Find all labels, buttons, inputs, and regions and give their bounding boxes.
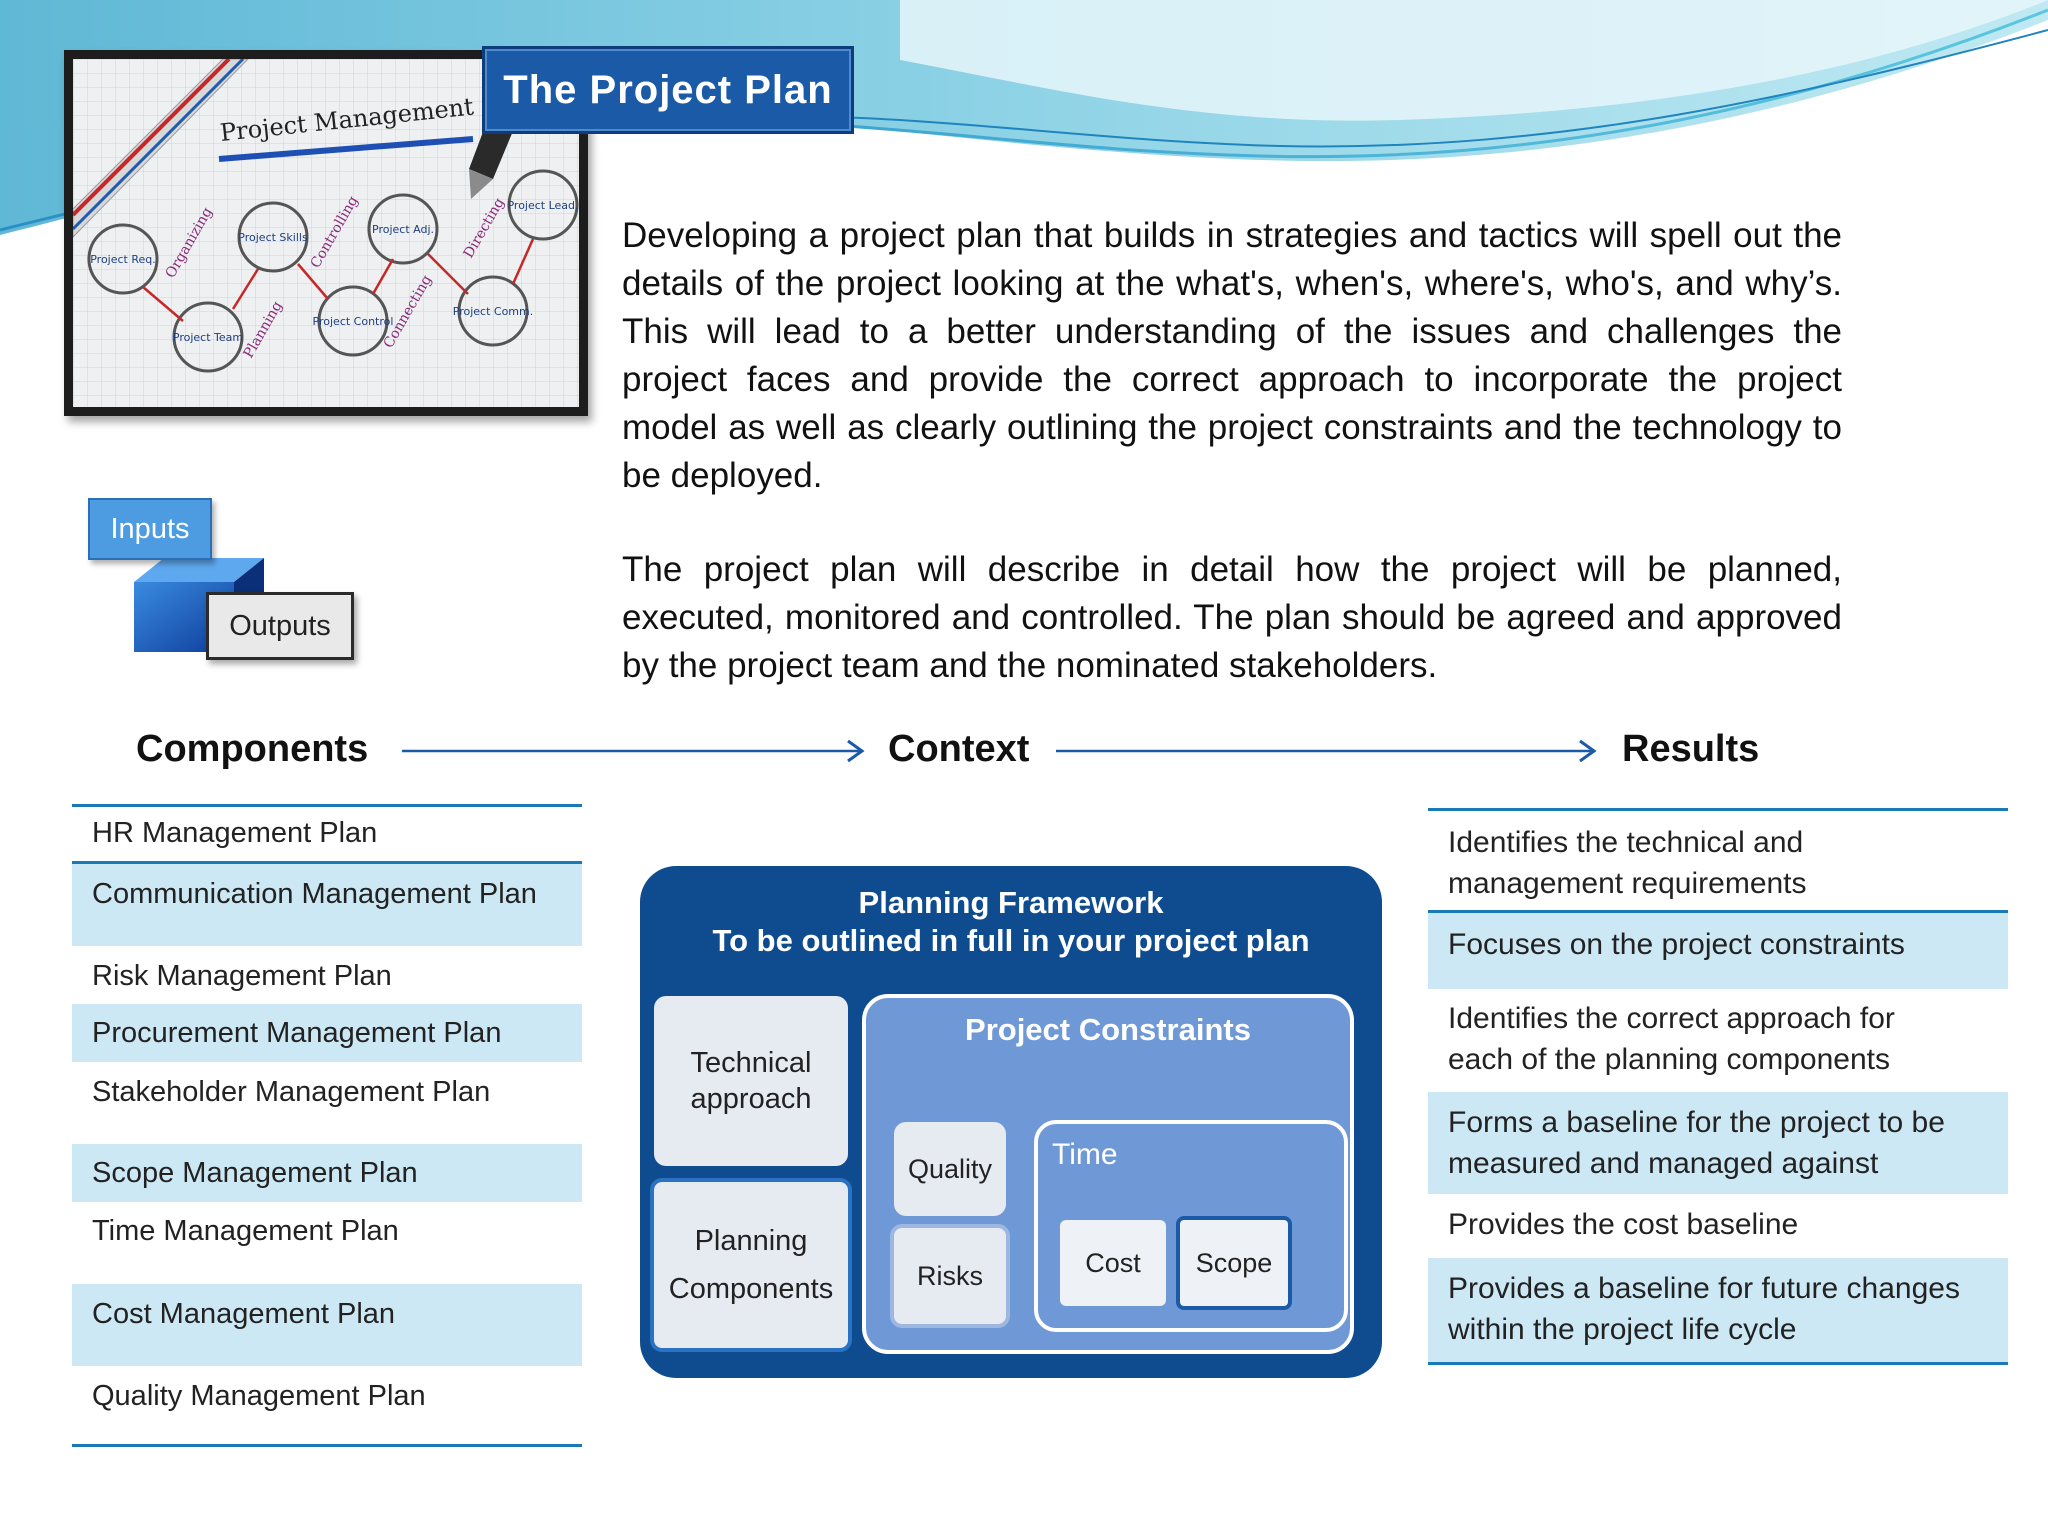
planning-components-box: Planning Components <box>650 1178 852 1352</box>
technical-approach-line2: approach <box>691 1081 812 1117</box>
scope-box: Scope <box>1176 1216 1292 1310</box>
svg-text:Project Skills: Project Skills <box>238 231 308 244</box>
slide-title: The Project Plan <box>482 46 854 134</box>
project-constraints-title: Project Constraints <box>862 1012 1354 1048</box>
arrow-context-to-results-icon <box>1054 736 1602 766</box>
cost-box: Cost <box>1060 1220 1166 1306</box>
svg-text:Project Control: Project Control <box>313 315 394 328</box>
svg-text:Project Comm.: Project Comm. <box>453 305 533 318</box>
svg-text:Project Team: Project Team <box>173 331 243 344</box>
results-heading: Results <box>1622 728 1759 771</box>
framework-title-line2: To be outlined in full in your project p… <box>640 922 1382 960</box>
svg-text:Project Adj.: Project Adj. <box>372 223 434 236</box>
framework-title-line1: Planning Framework <box>640 884 1382 922</box>
inputs-label: Inputs <box>88 498 212 560</box>
component-item: Time Management Plan <box>72 1202 582 1282</box>
component-item: Quality Management Plan <box>72 1368 582 1444</box>
svg-text:Project Lead.: Project Lead. <box>507 199 578 212</box>
intro-paragraph-2: The project plan will describe in detail… <box>622 546 1842 690</box>
outputs-label: Outputs <box>206 592 354 660</box>
context-heading: Context <box>888 728 1029 771</box>
time-label: Time <box>1052 1138 1118 1172</box>
framework-title: Planning Framework To be outlined in ful… <box>640 884 1382 960</box>
technical-approach-line1: Technical <box>691 1045 812 1081</box>
result-item: Provides the cost baseline <box>1428 1196 2008 1256</box>
quality-box: Quality <box>894 1122 1006 1216</box>
component-item: Scope Management Plan <box>72 1144 582 1202</box>
result-item: Focuses on the project constraints <box>1428 913 2008 989</box>
components-heading: Components <box>136 728 368 771</box>
planning-components-line1: Planning <box>669 1217 833 1265</box>
component-item: Stakeholder Management Plan <box>72 1064 582 1142</box>
svg-text:Project Req.: Project Req. <box>90 253 156 266</box>
component-item: Procurement Management Plan <box>72 1004 582 1062</box>
arrow-components-to-context-icon <box>400 736 870 766</box>
component-item: Cost Management Plan <box>72 1284 582 1366</box>
risks-box: Risks <box>890 1224 1010 1328</box>
component-item: Risk Management Plan <box>72 948 582 1002</box>
intro-paragraph-1: Developing a project plan that builds in… <box>622 212 1842 500</box>
planning-components-line2: Components <box>669 1265 833 1313</box>
component-item: Communication Management Plan <box>72 864 582 946</box>
technical-approach-box: Technical approach <box>654 996 848 1166</box>
component-item: HR Management Plan <box>72 806 582 862</box>
